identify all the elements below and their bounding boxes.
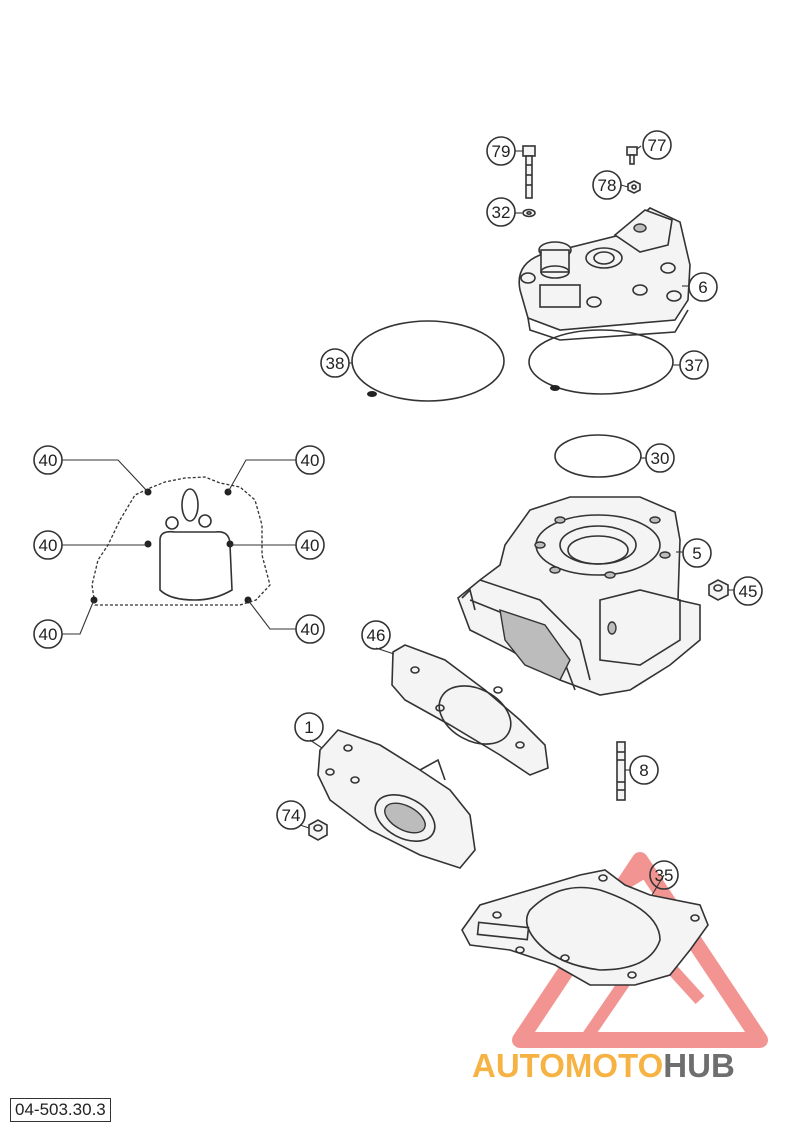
svg-text:37: 37 — [685, 356, 704, 375]
nut-78-icon — [627, 180, 641, 194]
callout-40-mid-right: 40 — [295, 530, 325, 560]
svg-text:30: 30 — [651, 449, 670, 468]
diagram-id-label: 04-503.30.3 — [10, 1098, 111, 1122]
svg-text:5: 5 — [692, 544, 701, 563]
svg-text:35: 35 — [655, 866, 674, 885]
svg-text:38: 38 — [326, 354, 345, 373]
exhaust-gasket-46-icon — [391, 644, 549, 776]
svg-text:AUTOMOTOHUB: AUTOMOTOHUB — [472, 1047, 735, 1084]
stud-8-icon — [616, 741, 626, 801]
svg-text:77: 77 — [648, 136, 667, 155]
callout-79: 79 — [486, 136, 516, 166]
o-ring-38-icon — [351, 320, 505, 402]
cylinder-base-detail-icon — [90, 476, 271, 606]
svg-text:1: 1 — [304, 718, 313, 737]
callout-40-bottom-left: 40 — [33, 619, 63, 649]
callout-1: 1 — [294, 712, 324, 742]
callout-40-bottom-right: 40 — [295, 614, 325, 644]
callout-46: 46 — [361, 620, 391, 650]
svg-text:40: 40 — [39, 625, 58, 644]
svg-text:8: 8 — [639, 761, 648, 780]
svg-text:32: 32 — [492, 203, 511, 222]
svg-text:6: 6 — [698, 278, 707, 297]
svg-text:78: 78 — [598, 176, 617, 195]
watermark-part2: HUB — [663, 1047, 735, 1084]
callout-40-mid-left: 40 — [33, 530, 63, 560]
svg-text:40: 40 — [39, 451, 58, 470]
svg-text:40: 40 — [301, 620, 320, 639]
bolt-79-icon — [522, 145, 536, 199]
callout-74: 74 — [276, 800, 306, 830]
callout-45: 45 — [733, 576, 763, 606]
screw-77-icon — [626, 146, 638, 165]
washer-32-icon — [522, 208, 536, 218]
callout-5: 5 — [682, 538, 712, 568]
svg-text:40: 40 — [39, 536, 58, 555]
watermark-text: AUTOMOTOHUB — [472, 1047, 735, 1084]
o-ring-30-icon — [554, 434, 642, 478]
callout-40-top-right: 40 — [295, 445, 325, 475]
callout-35: 35 — [649, 860, 679, 890]
base-gasket-35-icon — [461, 869, 709, 986]
o-ring-37-icon — [528, 329, 674, 395]
callout-38: 38 — [320, 348, 350, 378]
svg-text:40: 40 — [301, 451, 320, 470]
callout-6: 6 — [688, 272, 718, 302]
exhaust-flange-1-icon — [317, 729, 476, 869]
watermark-part1: AUTOMOTO — [472, 1047, 663, 1084]
svg-text:79: 79 — [492, 142, 511, 161]
svg-text:74: 74 — [282, 806, 301, 825]
svg-text:45: 45 — [739, 582, 758, 601]
nut-45-icon — [708, 579, 729, 601]
callout-78: 78 — [592, 170, 622, 200]
callout-37: 37 — [679, 350, 709, 380]
callout-32: 32 — [486, 197, 516, 227]
callout-77: 77 — [642, 130, 672, 160]
callout-8: 8 — [629, 755, 659, 785]
nut-74-icon — [308, 819, 328, 841]
cylinder-icon — [457, 496, 701, 696]
svg-text:46: 46 — [367, 626, 386, 645]
callout-40-top-left: 40 — [33, 445, 63, 475]
callout-30: 30 — [645, 443, 675, 473]
cylinder-head-icon — [518, 207, 691, 341]
svg-text:40: 40 — [301, 536, 320, 555]
